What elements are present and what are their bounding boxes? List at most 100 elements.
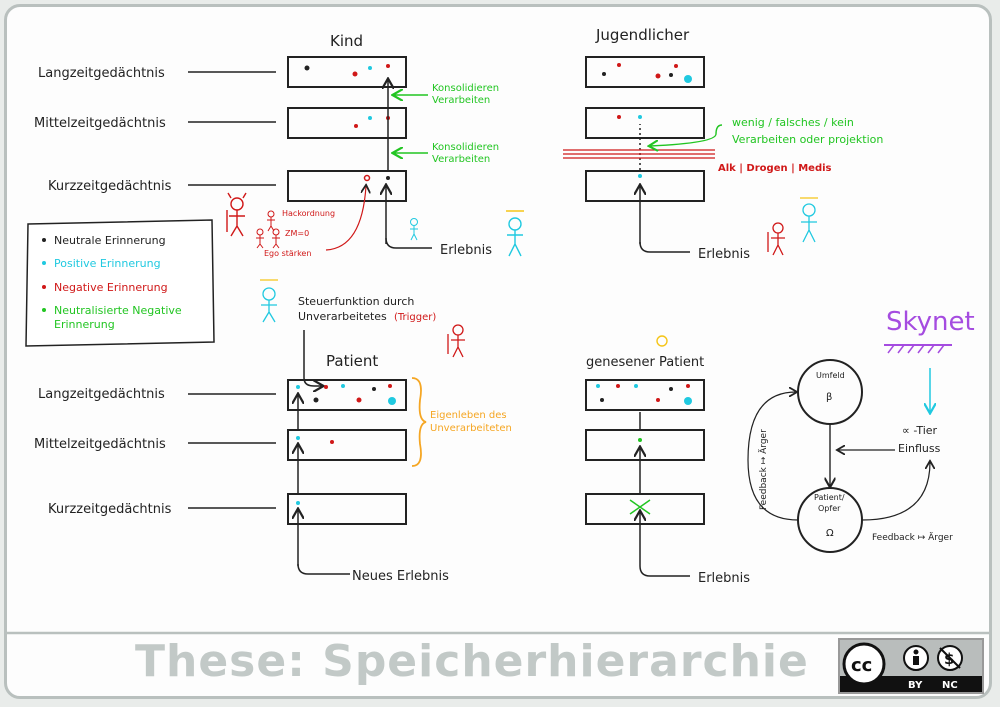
dot-negative [617,63,621,67]
steering-devil-figure [447,324,465,358]
label-short-term-top: Kurzzeitgedächtnis [48,179,172,194]
youth-mid-box [585,107,705,139]
dot-positive [368,116,372,120]
legend-positive: Positive Erinnerung [54,257,161,270]
patient-event-label: Neues Erlebnis [352,569,449,584]
kind-short-box [287,170,407,202]
small-happy-figure [410,218,418,241]
umfeld-label: Umfeld [816,371,845,380]
youth-short-box [585,170,705,202]
legend-bullet-negative [42,285,46,289]
youth-long-box [585,56,705,88]
kind-mid-box [287,107,407,139]
zero-sum-label: ZM=0 [285,229,309,238]
dot-neutral [304,65,310,71]
dot-positive [638,174,642,178]
footer-title: These: Speicherhierarchie [135,636,809,687]
dot-negative [656,398,660,402]
dot-negative [354,124,358,128]
recovered-event-label: Erlebnis [698,571,750,586]
small-devil-figures [256,210,280,249]
dot-negative [388,384,392,388]
dot-positive [296,436,300,440]
feedback-right-arrow [861,462,930,521]
recovered-mid-box [585,429,705,461]
youth-note-a: wenig / falsches / kein [732,116,854,129]
consolidate-2b: Verarbeiten [432,154,490,165]
dot-neutralized [638,438,642,442]
dot-positive [634,384,638,388]
dot-negative [617,115,621,119]
legend-bullet-neutralized [42,308,46,312]
legend-bullet-positive [42,261,46,265]
label-long-term-top: Langzeitgedächtnis [38,66,165,81]
devil-figure [226,192,247,237]
legend-box [25,219,215,347]
panel-patient-title: Patient [326,352,378,370]
slide-frame [4,4,992,699]
dot-neutral [669,73,673,77]
dot-negative [352,71,358,77]
neutralized-cross [629,499,651,515]
legend-neutral: Neutrale Erinnerung [54,234,166,247]
youth-happy-figure [800,197,818,243]
dot-positive [684,75,692,83]
own-life-b: Unverarbeiteten [430,423,512,434]
skynet-title: Skynet [886,307,975,337]
legend-negative: Negative Erinnerung [54,281,168,294]
dot-neutral [372,387,376,391]
patient-event-line [297,563,350,575]
steering-a: Steuerfunktion durch [298,295,414,308]
dot-positive [296,501,300,505]
steering-b: Unverarbeitetes [298,310,387,323]
legend-neutralized: Neutralisierte Negative [54,304,182,317]
recovered-long-box [585,379,705,411]
feedback-bottom-label: Feedback ↦ Ärger [872,532,953,543]
kind-ego-arrow [325,186,366,251]
kind-event-label: Erlebnis [440,243,492,258]
patient-omega: Ω [826,528,834,539]
patient-label-a: Patient/ [814,493,845,502]
dot-negative [655,73,661,79]
dot-neutral [602,72,606,76]
umfeld-beta: β [826,392,832,403]
panel-kind-title: Kind [330,32,363,50]
recovered-short-box [585,493,705,525]
dot-negative [386,64,390,68]
dot-neutral [313,397,319,403]
label-mid-term-bottom: Mittelzeitgedächtnis [34,437,166,452]
dot-positive [368,66,372,70]
youth-devil-figure [767,222,785,256]
consolidate-2a: Konsolidieren [432,142,499,153]
svg-text:$: $ [944,650,954,668]
label-short-term-bottom: Kurzzeitgedächtnis [48,502,172,517]
label-long-term-bottom: Langzeitgedächtnis [38,387,165,402]
drugs-label: Alk | Drogen | Medis [718,163,832,174]
ego-label: Ego stärken [264,249,311,258]
dot-positive [638,115,642,119]
dot-positive [596,384,600,388]
kind-long-box [287,56,407,88]
feedback-left-label: Feedback ↦ Ärger [758,429,769,510]
legend-neutralized-2: Erinnerung [54,318,115,331]
own-life-brace [411,377,427,467]
youth-note-b: Verarbeiten oder projektion [732,133,883,146]
consolidate-1a: Konsolidieren [432,83,499,94]
patient-long-box [287,379,407,411]
dot-positive [296,385,300,389]
recovered-event-line [639,565,690,577]
happy-figure [506,210,524,257]
legend-bullet-neutral [42,238,46,242]
patient-mid-box [287,429,407,461]
cc-badge-graphic: cc $ BY NC [840,640,982,691]
steering-arrow [303,330,322,386]
panel-youth-title: Jugendlicher [595,26,690,44]
dot-negative [616,384,620,388]
cc-icon [842,642,886,686]
patient-label-b: Opfer [818,504,841,513]
cc-license-badge: cc $ BY NC [838,638,984,694]
dot-positive [388,397,396,405]
steering-happy-figure [260,279,278,323]
dot-negative [686,384,690,388]
